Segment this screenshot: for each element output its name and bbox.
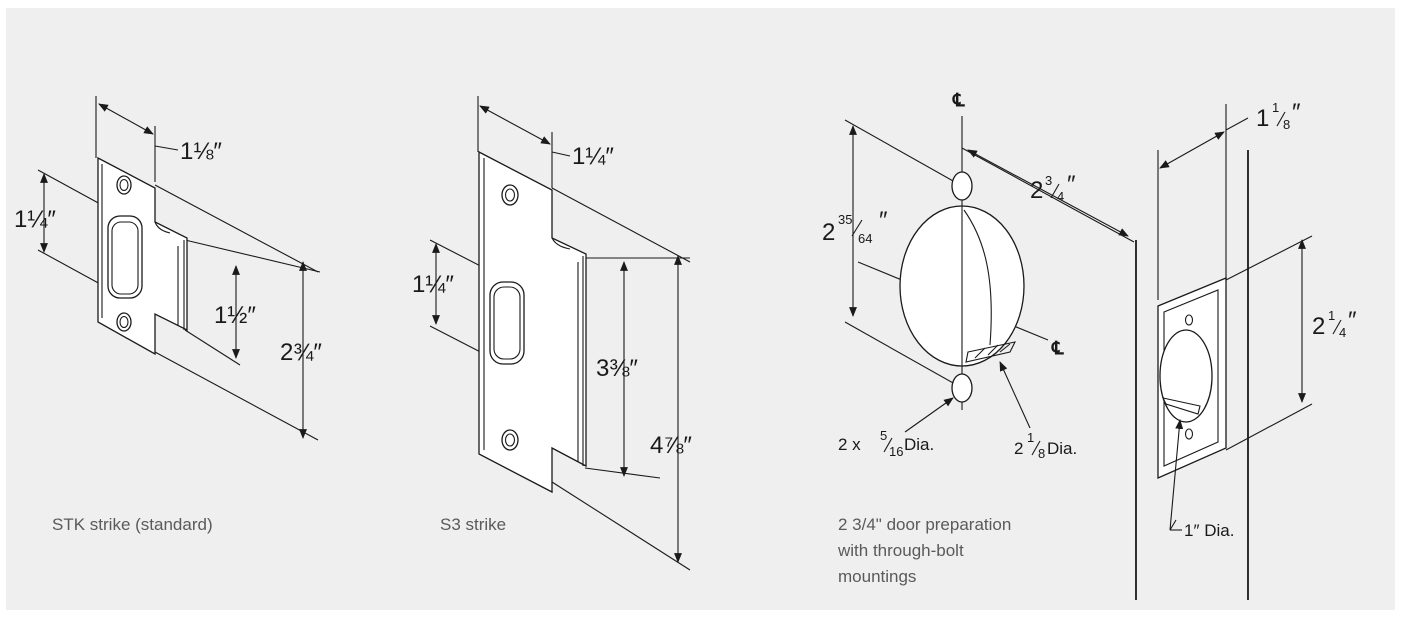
door-caption-line-3: mountings	[838, 567, 916, 586]
centerline-bore-symbol: ℄	[1051, 338, 1064, 359]
stk-keeper-dim: 1¼″	[14, 206, 56, 233]
door-bolt-dim-den: 16	[889, 444, 903, 459]
door-bolt-hole-top	[951, 171, 973, 201]
door-bore-dim-main: 2	[1014, 439, 1023, 458]
stk-caption: STK strike (standard)	[52, 515, 213, 534]
s3-lip-dim: 3⅜″	[596, 355, 638, 382]
edge-height-dim-num: 1	[1328, 308, 1335, 323]
door-bolt-dim-prefix: 2 x	[838, 435, 861, 454]
door-height-dim-den: 64	[858, 231, 872, 246]
edge-width-dim-den: 8	[1283, 117, 1290, 132]
edge-height-dim-den: 4	[1339, 325, 1346, 340]
edge-height-dim-main: 2	[1312, 313, 1325, 340]
stk-height-dim: 2¾″	[280, 339, 322, 366]
s3-width-dim: 1¼″	[572, 143, 614, 170]
centerline-top-symbol: ℄	[952, 90, 965, 111]
stk-strike-drawing	[37, 96, 321, 441]
s3-height-dim: 4⅞″	[650, 432, 692, 459]
stk-width-dim: 1⅛″	[180, 138, 222, 165]
door-prep-drawing	[844, 116, 1135, 433]
door-bolt-hole-bottom	[951, 373, 973, 403]
edge-latch-bore	[1159, 329, 1213, 423]
door-caption-line-2: with through-bolt	[837, 541, 964, 560]
svg-text:″: ″	[1292, 99, 1301, 126]
s3-plate	[478, 150, 587, 494]
door-bore-dim-num: 1	[1027, 430, 1034, 445]
edge-hole-dia-dim: 1″ Dia.	[1184, 521, 1234, 540]
s3-strike-drawing	[429, 96, 691, 571]
door-caption-line-1: 2 3/4" door preparation	[838, 515, 1011, 534]
door-backset-dim-den: 4	[1057, 189, 1064, 204]
svg-text:″: ″	[1067, 171, 1076, 198]
edge-width-dim-num: 1	[1272, 100, 1279, 115]
s3-keeper-dim: 1¼″	[412, 271, 454, 298]
door-height-dim-prime: ″	[879, 207, 888, 234]
door-bore-dim-suffix: Dia.	[1047, 439, 1077, 458]
s3-caption: S3 strike	[440, 515, 506, 534]
door-backset-dim-num: 3	[1045, 173, 1052, 188]
door-height-dim-num: 35	[838, 212, 852, 227]
door-edge-drawing	[1135, 104, 1313, 600]
door-height-dim-main: 2	[822, 219, 835, 246]
door-bolt-dim-num: 5	[880, 428, 887, 443]
door-backset-dim-main: 2	[1030, 177, 1043, 204]
stk-lip-dim: 1½″	[214, 302, 256, 329]
svg-text:″: ″	[1348, 307, 1357, 334]
door-bolt-dim-suffix: Dia.	[904, 435, 934, 454]
edge-width-dim-main: 1	[1256, 105, 1269, 132]
door-bore-dim-den: 8	[1038, 446, 1045, 461]
